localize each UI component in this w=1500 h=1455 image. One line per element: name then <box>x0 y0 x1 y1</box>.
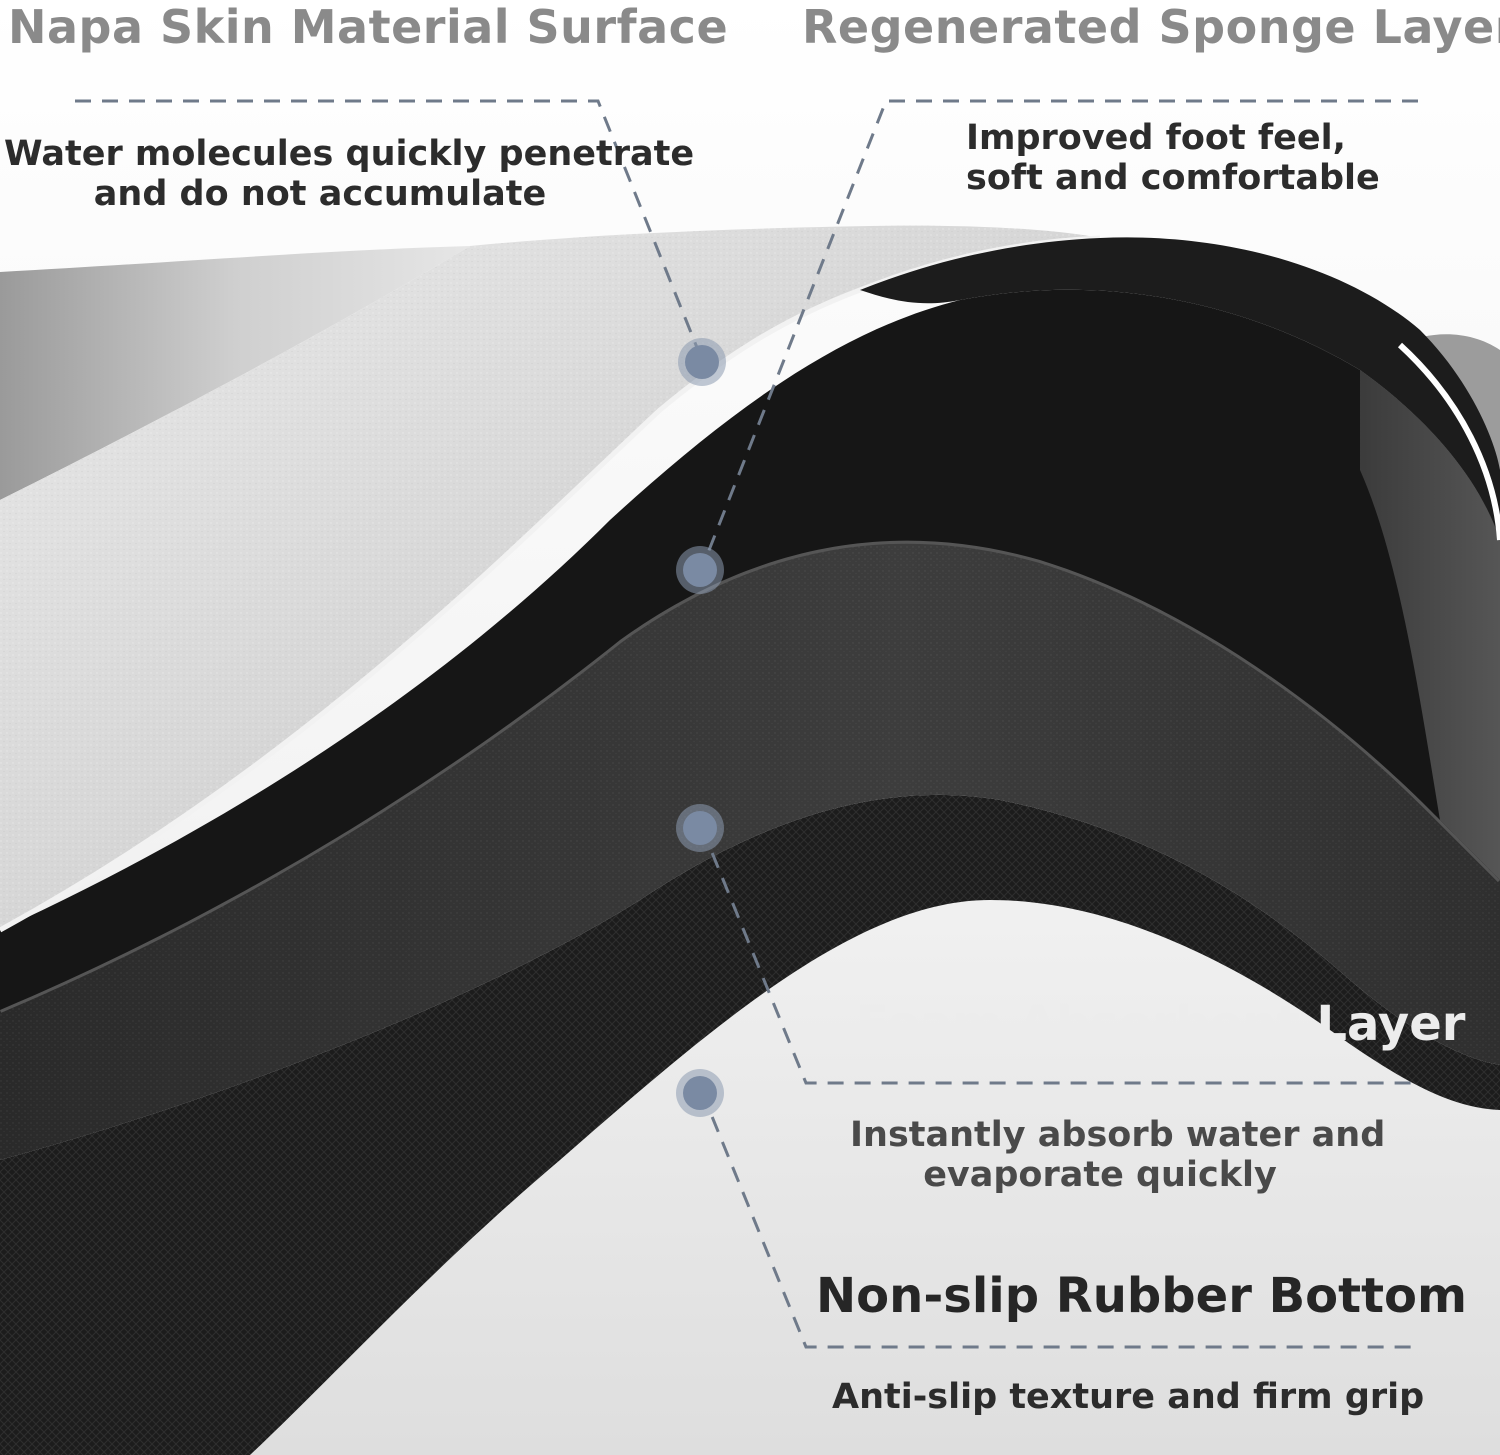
leader-foam <box>700 827 1420 1085</box>
foam-description: Instantly absorb water and evaporate qui… <box>850 1115 1386 1195</box>
marker-rubber <box>683 1076 717 1110</box>
layer-edge-face <box>1360 370 1500 880</box>
napa-description: Water molecules quickly penetrate and do… <box>4 134 695 214</box>
rubber-description-line-1: Anti-slip texture and firm grip <box>832 1377 1425 1417</box>
marker-foam <box>683 811 717 845</box>
upper-white-edge <box>1397 342 1500 541</box>
rubber-title: Non-slip Rubber Bottom <box>816 1268 1468 1324</box>
foam-texture-overlay <box>0 540 1500 1160</box>
right-grey-body <box>1400 334 1500 560</box>
sponge-title: Regenerated Sponge Layer <box>802 0 1500 54</box>
napa-title: Napa Skin Material Surface <box>8 0 729 54</box>
leader-sponge <box>700 99 1418 569</box>
marker-napa <box>685 345 719 379</box>
rubber-bottom-layer <box>0 794 1500 1455</box>
sponge-layer <box>0 289 1500 1010</box>
upper-dark-arc <box>860 237 1500 540</box>
foam-description-line-1: Instantly absorb water and <box>850 1115 1386 1155</box>
napa-description-line-1: Water molecules quickly penetrate <box>4 134 695 174</box>
leader-napa <box>75 99 704 361</box>
marker-sponge <box>683 553 717 587</box>
leader-lines <box>75 99 1420 1349</box>
leader-rubber <box>700 1091 1420 1349</box>
sponge-description-line-1: Improved foot feel, <box>966 118 1346 158</box>
sponge-description-line-2: soft and comfortable <box>966 158 1380 198</box>
sponge-description: Improved foot feel, soft and comfortable <box>966 118 1380 198</box>
foam-title: Foam Absorbent Layer <box>856 996 1466 1052</box>
napa-surface-texture <box>0 225 1100 930</box>
back-sheet <box>0 246 470 500</box>
napa-description-line-2: and do not accumulate <box>93 174 547 214</box>
layer-markers <box>676 338 726 1117</box>
foam-description-line-2: evaporate quickly <box>923 1155 1277 1195</box>
rubber-description: Anti-slip texture and firm grip <box>832 1377 1424 1417</box>
